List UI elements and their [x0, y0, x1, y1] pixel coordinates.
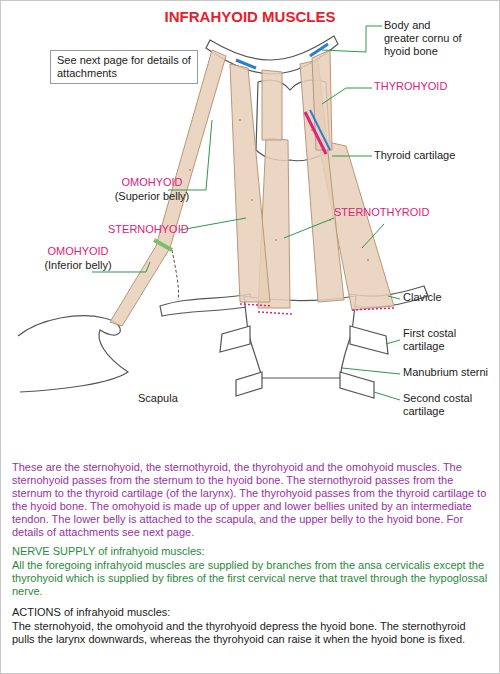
leader-line	[284, 218, 334, 238]
actions-paragraph: The sternohyoid, the omohyoid and the th…	[12, 620, 490, 646]
texture-dot	[367, 259, 369, 261]
anatomy-label: Thyroid cartilage	[374, 149, 484, 162]
muscle-label: THYROHYOID	[374, 80, 484, 93]
anatomy-label: Clavicle	[403, 291, 493, 304]
anatomy-label: Manubrium sterni	[403, 366, 498, 379]
leader-line	[322, 26, 382, 52]
anatomy-label: First costal cartilage	[403, 327, 469, 353]
texture-dot	[189, 169, 191, 171]
leader-line	[322, 88, 372, 104]
note-box: See next page for details of attachments	[50, 50, 198, 84]
left-second-costal-cartilage	[236, 372, 262, 396]
leader-line	[332, 156, 372, 157]
leader-line	[180, 218, 246, 230]
nerve-paragraph: All the foregoing infrahyoid muscles are…	[12, 559, 490, 598]
right-second-costal-cartilage	[340, 372, 374, 398]
muscle-label: STERNOTHYROID	[334, 206, 444, 219]
description-paragraph: These are the sternohyoid, the sternothy…	[12, 461, 490, 539]
texture-dot	[311, 129, 313, 131]
muscle-label: STERNOHYOID	[108, 223, 208, 236]
attachment-mark	[258, 312, 292, 314]
section-heading: NERVE SUPPLY of infrahyoid muscles:	[12, 545, 490, 558]
leader-line	[362, 224, 384, 248]
leader-line	[374, 392, 400, 400]
oblique-line-mark	[305, 112, 326, 154]
scapula-bone	[18, 316, 128, 392]
muscle-label: OMOHYOID	[107, 176, 197, 189]
texture-dot	[251, 199, 253, 201]
muscle-label: OMOHYOID	[33, 245, 123, 258]
left-clavicle	[160, 294, 252, 316]
attachment-mark	[352, 308, 394, 310]
intermediate-tendon	[154, 240, 172, 250]
anatomy-label: Body and greater cornu of hyoid bone	[384, 19, 466, 58]
anatomy-label: (Inferior belly)	[28, 259, 128, 272]
left-thyrohyoid	[262, 70, 282, 140]
attachment-mark	[240, 304, 272, 306]
right-first-costal-cartilage	[350, 326, 388, 354]
left-first-costal-cartilage	[220, 326, 250, 352]
hidden-outline	[172, 250, 179, 300]
texture-dot	[275, 239, 277, 241]
leader-line	[388, 296, 400, 299]
section-heading: ACTIONS of infrahyoid muscles:	[12, 606, 490, 619]
note-text: See next page for details of attachments	[57, 54, 191, 80]
leader-line	[342, 368, 400, 374]
anatomy-label: (Superior belly)	[97, 190, 207, 203]
anatomy-label: Scapula	[138, 392, 218, 405]
texture-dot	[239, 119, 241, 121]
anatomy-label: Second costal cartilage	[403, 392, 483, 418]
leader-line	[386, 340, 400, 344]
muscle-texture	[189, 119, 369, 261]
oblique-line-mark	[310, 110, 330, 150]
